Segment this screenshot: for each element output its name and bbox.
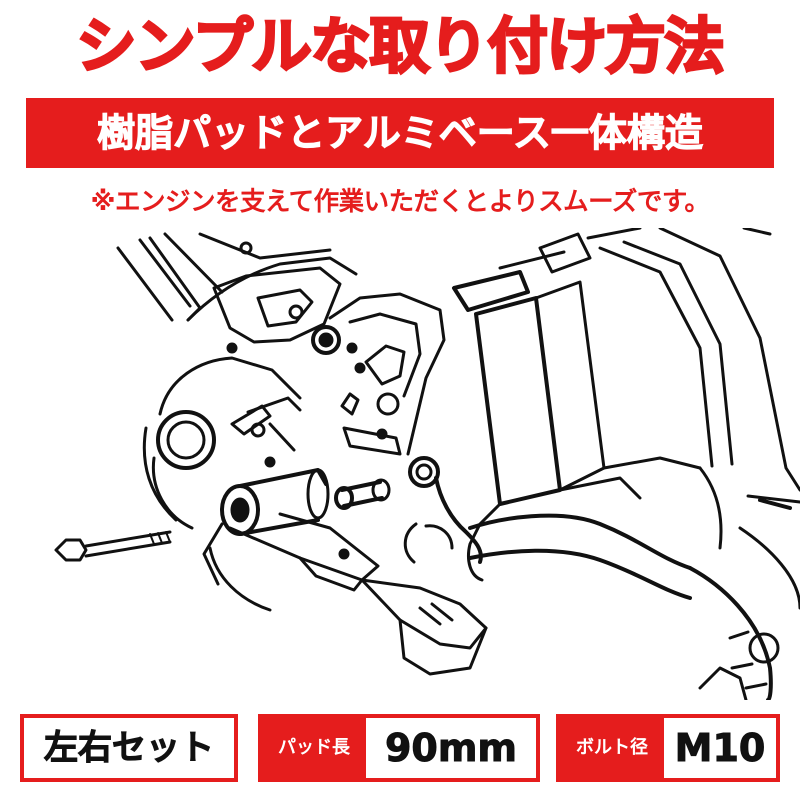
headline: シンプルな取り付け方法 <box>75 11 726 84</box>
spec-pad-length-value: 90mm <box>384 726 518 771</box>
spec-bolt-diameter-label: ボルト径 <box>560 718 664 778</box>
installation-note: ※エンジンを支えて作業いただくとよりスムーズです。 <box>90 187 710 217</box>
feature-banner: 樹脂パッドとアルミベース一体構造 <box>26 98 774 168</box>
spec-pad-length-label: パッド長 <box>262 718 366 778</box>
motorcycle-engine-illustration <box>0 228 800 700</box>
spec-left-right-set: 左右セット <box>20 714 238 782</box>
spec-bolt-diameter: ボルト径 M10 <box>556 714 780 782</box>
feature-banner-text: 樹脂パッドとアルミベース一体構造 <box>97 111 704 156</box>
spec-bolt-diameter-value: M10 <box>674 726 766 771</box>
spec-set-value: 左右セット <box>44 728 215 769</box>
spec-pad-length: パッド長 90mm <box>258 714 540 782</box>
